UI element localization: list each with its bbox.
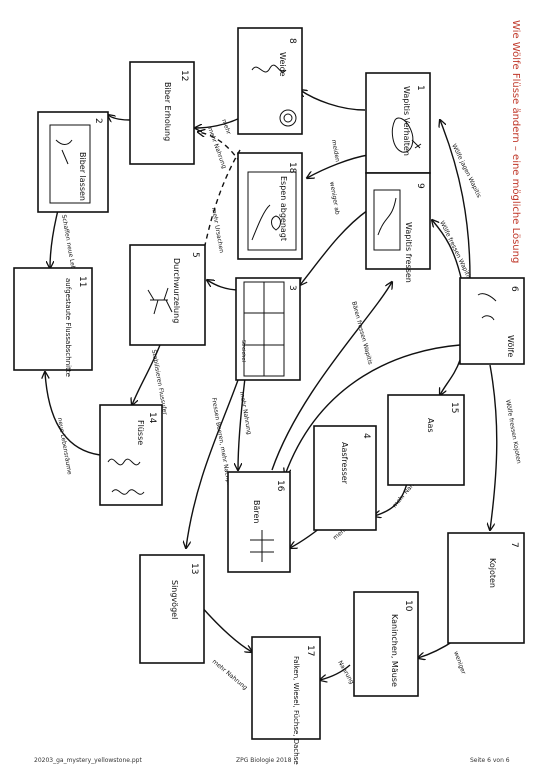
svg-text:Flüsse: Flüsse <box>136 420 145 445</box>
node-3-streichel: 3 Streichel <box>235 277 301 381</box>
edge-label-e11: weniger ab <box>328 181 341 215</box>
svg-text:Falken, Wiesel, Füchse, Dachse: Falken, Wiesel, Füchse, Dachse <box>292 656 300 765</box>
svg-text:13: 13 <box>189 563 199 574</box>
footer-center: ZPG Biologie 2018 <box>236 757 292 764</box>
edge-fluesse-staue <box>45 372 101 456</box>
svg-text:Biber lassen: Biber lassen <box>78 152 87 201</box>
svg-text:Bären: Bären <box>252 500 261 524</box>
node-11-aufgestaute-flussabschnitte: 11 aufgestaute Flussabschnitte <box>13 267 93 377</box>
svg-text:17: 17 <box>305 645 315 656</box>
svg-text:11: 11 <box>77 276 87 287</box>
svg-text:Kaninchen, Mäuse: Kaninchen, Mäuse <box>390 614 399 687</box>
svg-text:8: 8 <box>287 38 297 44</box>
node-15-aas: 15 Aas <box>387 394 465 486</box>
edge-wolves-bears <box>285 344 461 475</box>
edge-wapiti-streichel <box>300 209 369 285</box>
footer-left: 20203_ga_mystery_yellowstone.ppt <box>34 757 142 764</box>
edge-label-e20: mehr Ursachen <box>210 207 225 254</box>
svg-text:Aas: Aas <box>426 418 435 433</box>
node-18-espen-abgenagt: 18 Espen abgenagt <box>237 152 303 260</box>
edge-kaninchen-falken <box>320 664 351 680</box>
edge-streichel-singvoegel <box>186 379 239 548</box>
edge-singvoegel-falken <box>199 604 252 652</box>
edge-wolves-eat-wapiti <box>432 220 463 283</box>
edge-streichel-durchwurzelung <box>207 280 241 291</box>
svg-text:16: 16 <box>275 480 285 492</box>
node-14-fluesse: 14 Flüsse <box>99 404 163 506</box>
edge-label-e1: Wölfe jagen Wapitis <box>450 143 482 199</box>
edge-wolves-carrion <box>440 359 461 395</box>
edge-label-e14: Bären fressen Wapitis <box>350 301 374 366</box>
svg-text:10: 10 <box>403 600 413 612</box>
edge-label-e4: weniger <box>452 650 467 675</box>
edge-behaviour-weide <box>300 90 366 111</box>
svg-text:5: 5 <box>190 252 200 258</box>
edge-label-e12: mehr <box>220 118 232 136</box>
svg-text:9: 9 <box>415 183 425 189</box>
svg-text:2: 2 <box>93 118 103 124</box>
svg-text:Wölfe: Wölfe <box>506 335 515 357</box>
edge-wolves-hunt-wapiti <box>440 120 471 279</box>
node-12-biber-erholung: 12 Biber Erholung <box>129 61 195 165</box>
edge-espen-durchwurzelung <box>204 149 241 246</box>
svg-text:Singvögel: Singvögel <box>170 580 179 619</box>
svg-text:7: 7 <box>509 542 519 548</box>
node-8-weide: 8 Weide <box>237 27 303 135</box>
edge-wolves-eat-coyotes <box>490 364 498 530</box>
edge-label-e21: mehr Nahrung <box>211 658 249 691</box>
svg-text:1: 1 <box>415 85 425 91</box>
svg-text:Durchwurzelung: Durchwurzelung <box>172 258 181 323</box>
svg-text:Kojoten: Kojoten <box>488 558 497 588</box>
footer-right: Seite 6 von 6 <box>470 757 510 764</box>
node-16-baeren: 16 Bären <box>227 471 291 573</box>
edge-label-e18: neue Lebensräume <box>56 417 73 475</box>
node-4-aasfresser: 4 Aasfresser <box>313 425 377 531</box>
node-5-durchwurzelung: 5 Durchwurzelung <box>129 244 206 346</box>
svg-text:14: 14 <box>147 412 157 424</box>
edge-espen-biber <box>198 132 246 171</box>
node-6-woelfe: 6 Wölfe <box>459 277 525 365</box>
edge-label-e10: meiden <box>330 139 341 163</box>
svg-text:6: 6 <box>509 286 519 292</box>
svg-text:Biber Erholung: Biber Erholung <box>163 82 172 141</box>
edge-weide-biber <box>195 117 241 128</box>
node-9-wapiti-eat: 9 Wapitis fressen <box>365 172 431 283</box>
node-13-singvoegel: 13 Singvögel <box>139 554 205 664</box>
svg-text:18: 18 <box>287 162 297 174</box>
svg-text:Wapitis fressen: Wapitis fressen <box>404 222 413 283</box>
node-1-wapiti-behaviour: 1 Wapitis Verhalten <box>365 72 431 174</box>
node-7-kojoten: 7 Kojoten <box>447 532 525 644</box>
svg-text:15: 15 <box>449 402 459 413</box>
svg-text:Aasfresser: Aasfresser <box>340 442 349 485</box>
svg-text:Wapitis Verhalten: Wapitis Verhalten <box>402 86 411 156</box>
svg-text:Weide: Weide <box>278 52 287 77</box>
svg-text:4: 4 <box>361 433 371 439</box>
edge-biber-erholung-lassen <box>108 115 131 120</box>
edge-label-e3: Wölfe fressen Kojoten <box>504 399 522 464</box>
edge-bears-wapiti <box>271 282 392 471</box>
svg-text:Streichel: Streichel <box>240 340 246 362</box>
svg-text:Espen abgenagt: Espen abgenagt <box>279 176 288 241</box>
edge-label-e13: mehr Nahrung <box>206 126 228 170</box>
edge-durchwurzelung-fluesse <box>132 344 161 405</box>
node-10-kaninchen-maeuse: 10 Kaninchen, Mäuse <box>353 591 419 697</box>
edge-streichel-bears <box>238 377 246 470</box>
node-17-falken-wiesel-fuechse-dachse: 17 Falken, Wiesel, Füchse, Dachse <box>251 636 321 765</box>
svg-text:12: 12 <box>179 70 189 81</box>
edge-behaviour-espen <box>307 154 369 178</box>
node-2-biber-lassen: 2 Biber lassen <box>37 111 109 213</box>
svg-text:3: 3 <box>287 285 297 291</box>
svg-text:aufgestaute Flussabschnitte: aufgestaute Flussabschnitte <box>64 278 72 377</box>
